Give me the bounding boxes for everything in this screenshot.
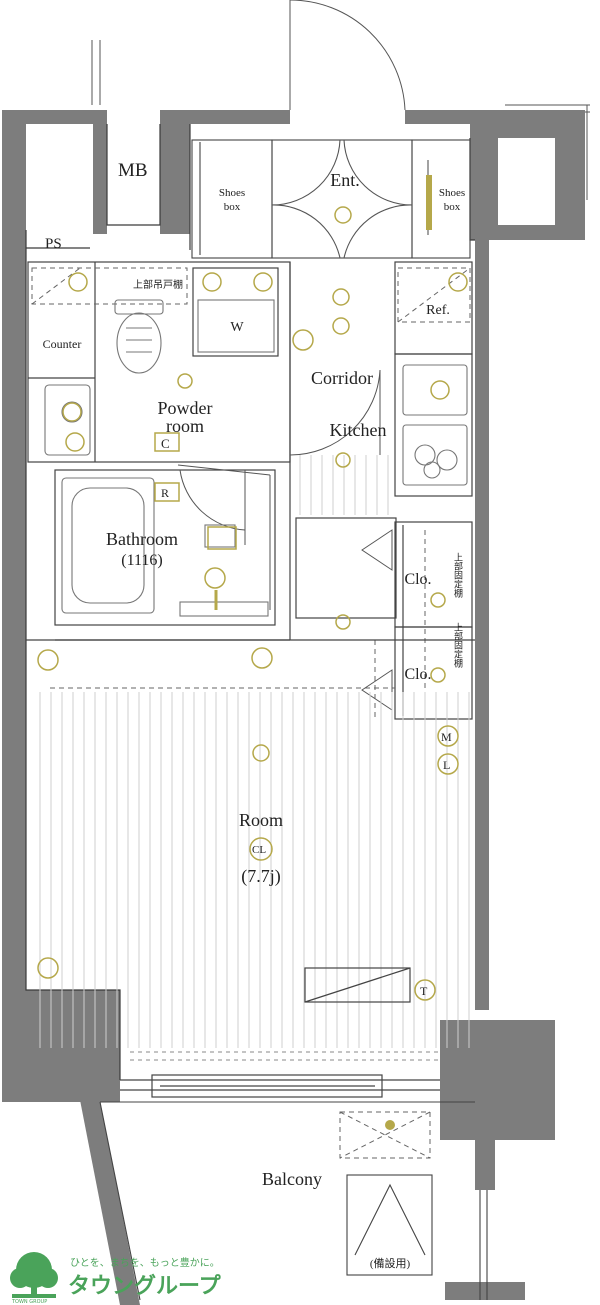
shoes-box-left-label-2: box bbox=[224, 201, 241, 213]
room-size-label: (7.7j) bbox=[241, 866, 281, 887]
closet-1-label: Clo. bbox=[404, 571, 431, 588]
bathroom-size-label: (1116) bbox=[121, 552, 162, 569]
balcony-drain bbox=[385, 1120, 395, 1130]
bathroom-label: Bathroom bbox=[106, 529, 178, 549]
shoes-box-right-label-2: box bbox=[444, 201, 461, 213]
shelf-label: 上部吊戸棚 bbox=[133, 278, 183, 291]
logo-tagline: ひとを、まちを、もっと豊かに。 bbox=[70, 1256, 220, 1269]
entrance-area bbox=[191, 139, 471, 259]
meter-l-symbol: L bbox=[443, 758, 450, 772]
shoes-box-shelf-mark bbox=[426, 175, 432, 230]
closet-shelf-label-2: 上部固定棚 bbox=[453, 622, 463, 668]
corridor-label: Corridor bbox=[311, 368, 373, 388]
outer-walls bbox=[2, 110, 585, 1305]
powder-room-label: Powder bbox=[158, 398, 213, 418]
tree-logo-icon bbox=[10, 1252, 58, 1298]
interior-doors bbox=[177, 369, 393, 711]
mb-label: MB bbox=[118, 160, 148, 181]
room-outline bbox=[26, 639, 475, 1098]
floor-boards bbox=[39, 455, 470, 1048]
meter-m-symbol: M bbox=[441, 730, 452, 744]
interior-walls bbox=[27, 261, 473, 720]
shoes-box-left-label: Shoes bbox=[219, 187, 245, 199]
balcony-hatch-label: (備設用) bbox=[370, 1256, 411, 1270]
refrigerator-label: Ref. bbox=[426, 303, 450, 318]
logo-sub: TOWN GROUP bbox=[11, 1299, 47, 1305]
closet-2-label: Clo. bbox=[404, 666, 431, 683]
counter-label: Counter bbox=[43, 337, 82, 351]
tv-outlet-symbol: T bbox=[420, 984, 428, 998]
room-dashes bbox=[130, 1051, 440, 1061]
electrical-symbols bbox=[37, 206, 468, 1001]
balcony-area bbox=[99, 1101, 488, 1301]
logo-brand: タウングループ bbox=[68, 1273, 222, 1299]
room-label: Room bbox=[239, 810, 283, 830]
dashed-areas bbox=[31, 267, 471, 1159]
town-group-logo: ひとを、まちを、もっと豊かに。 タウングループ TOWN GROUP bbox=[10, 1252, 222, 1305]
shoes-box-right-label: Shoes bbox=[439, 187, 465, 199]
fixtures bbox=[44, 299, 468, 617]
intercom-symbol: C bbox=[161, 436, 170, 451]
washer-label: W bbox=[230, 320, 244, 335]
remote-symbol: R bbox=[161, 486, 169, 500]
entrance-label: Ent. bbox=[330, 170, 360, 190]
balcony-label: Balcony bbox=[262, 1169, 322, 1189]
closet-shelf-label-1: 上部固定棚 bbox=[453, 552, 463, 598]
kitchen-label: Kitchen bbox=[330, 420, 387, 440]
powder-room-label-2: room bbox=[166, 416, 204, 436]
ps-label: PS bbox=[45, 236, 62, 252]
ceiling-light-symbol: CL bbox=[252, 844, 266, 856]
